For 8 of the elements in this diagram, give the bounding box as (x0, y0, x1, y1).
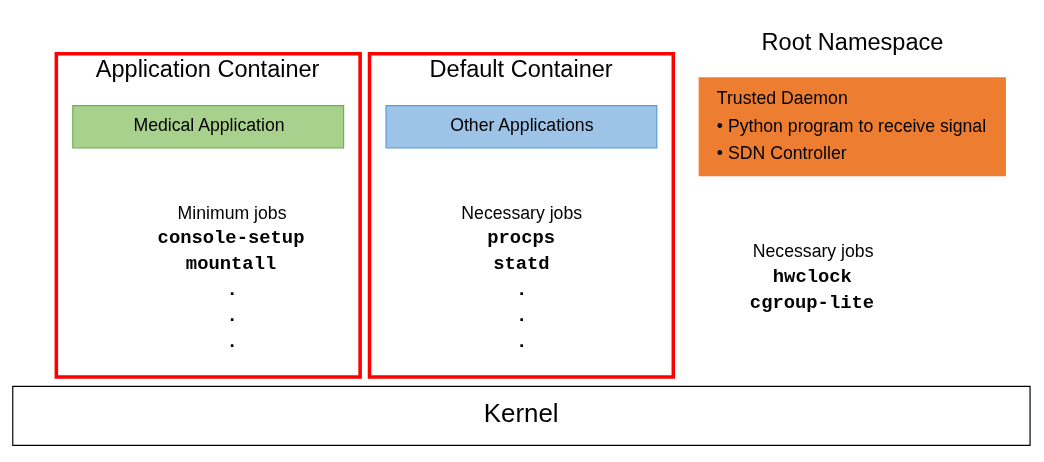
label: hwclock (772, 265, 852, 288)
label: Root Namespace (761, 28, 944, 55)
node-box: Kernel (12, 385, 1031, 446)
node-box: Other Applications (385, 105, 658, 149)
node-box: Medical Application (72, 105, 345, 149)
node-box: Trusted Daemon • Python program to receive signal • SDN Controller (698, 77, 1006, 177)
label: Necessary jobs (752, 241, 874, 262)
label: cgroup-lite (749, 291, 875, 314)
